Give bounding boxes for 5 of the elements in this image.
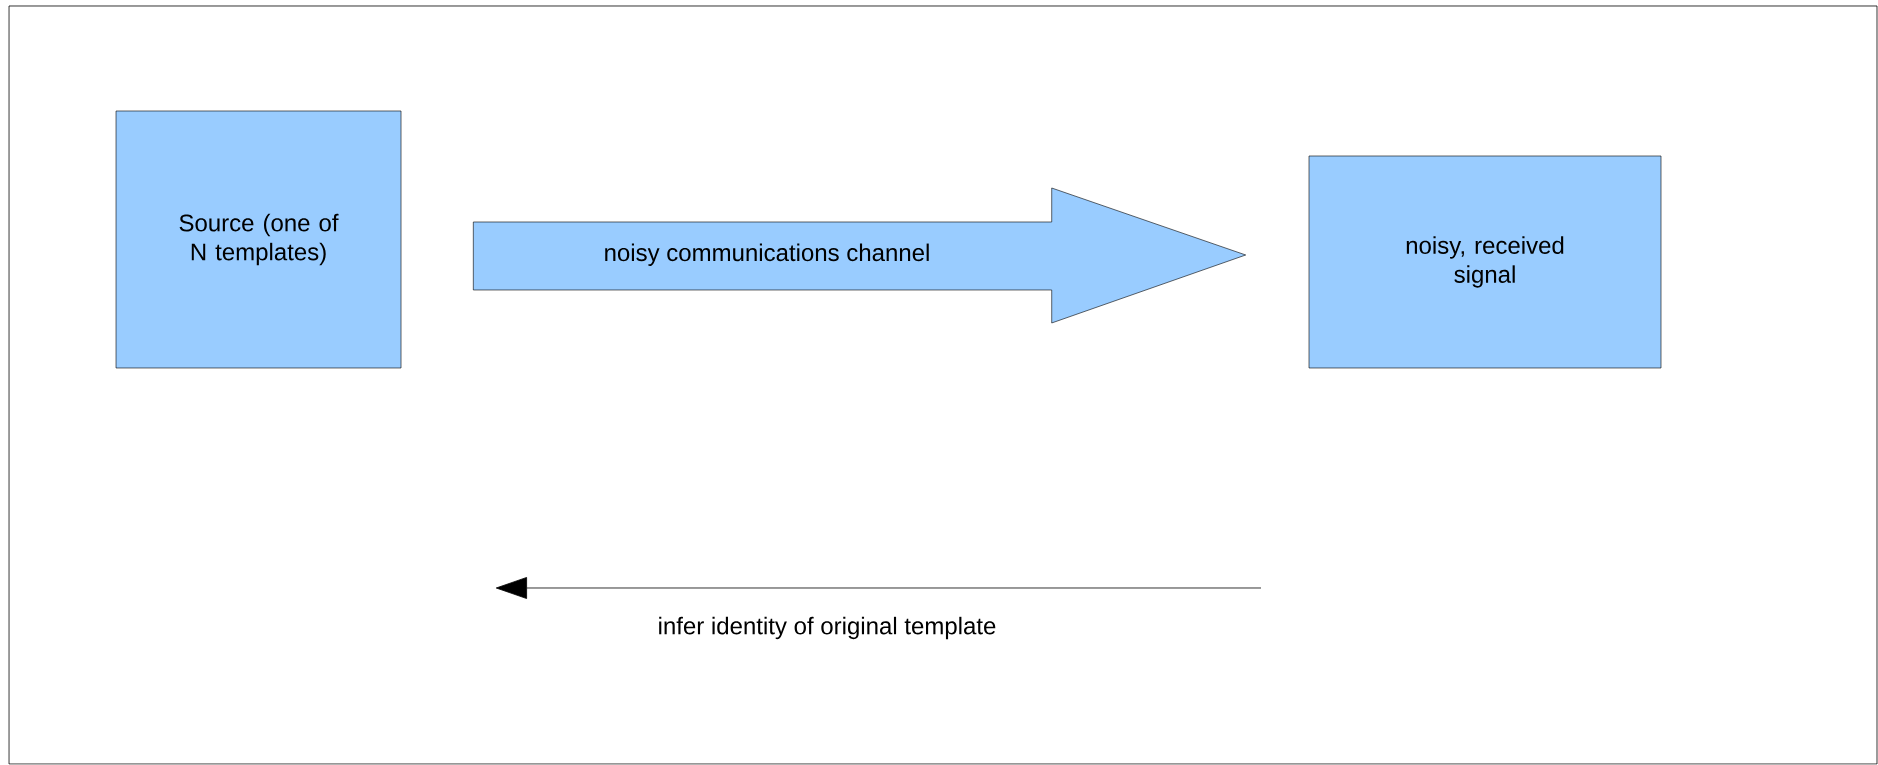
- process-box: noisy, received signal: [1308, 155, 1662, 369]
- edge-label: noisy communications channel: [605, 243, 929, 266]
- process-box: Source (one of N templates): [115, 110, 402, 369]
- note-text: infer identity of original template: [659, 616, 996, 640]
- block-arrow: [473, 187, 1246, 324]
